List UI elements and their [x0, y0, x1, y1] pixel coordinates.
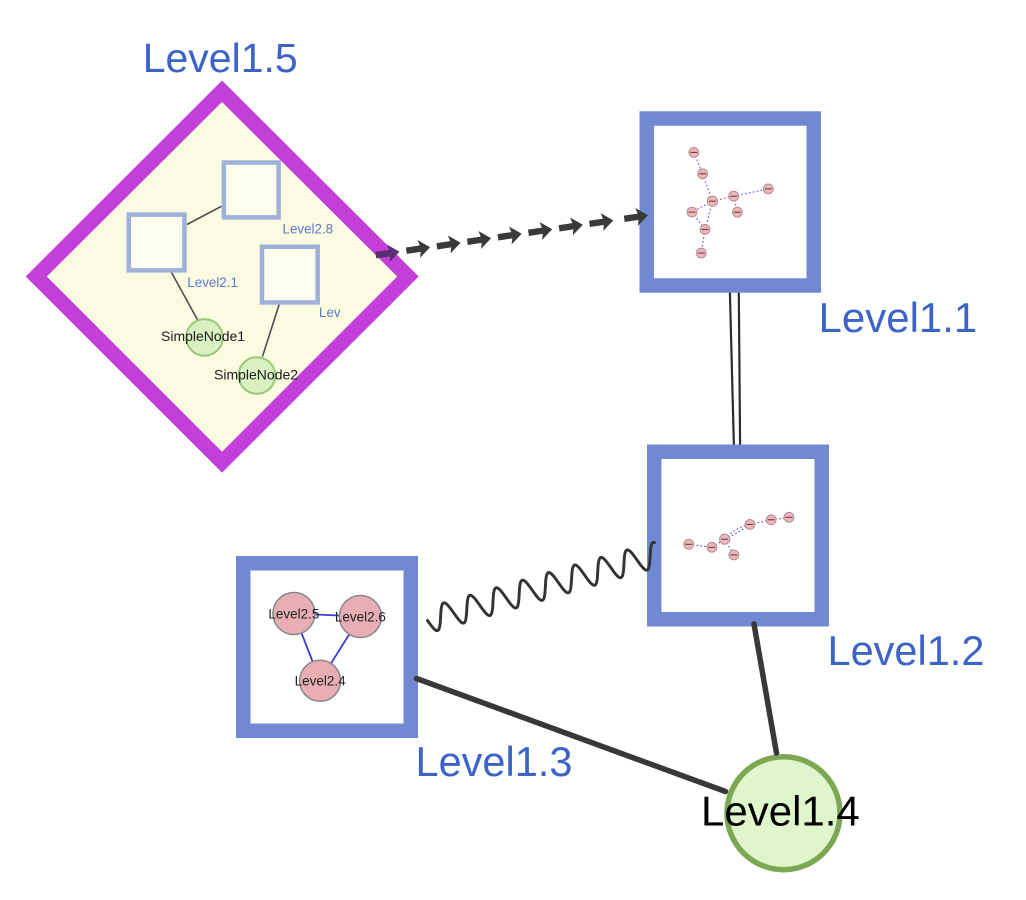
svg-text:Level2.6: Level2.6: [335, 609, 386, 624]
svg-text:Level2.4: Level2.4: [295, 674, 347, 689]
svg-text:Level2.5: Level2.5: [268, 606, 319, 621]
svg-text:Level1.5: Level1.5: [143, 35, 298, 81]
svg-text:Level1.4: Level1.4: [701, 788, 860, 835]
svg-text:Lev: Lev: [319, 305, 341, 320]
svg-text:Level1.3: Level1.3: [416, 738, 573, 785]
svg-text:Level1.1: Level1.1: [819, 294, 978, 341]
svg-text:Level1.2: Level1.2: [828, 627, 985, 674]
svg-text:SimpleNode2: SimpleNode2: [214, 366, 298, 382]
svg-text:Level2.1: Level2.1: [187, 275, 238, 290]
svg-text:Level2.8: Level2.8: [283, 221, 334, 236]
svg-text:SimpleNode1: SimpleNode1: [161, 328, 245, 344]
